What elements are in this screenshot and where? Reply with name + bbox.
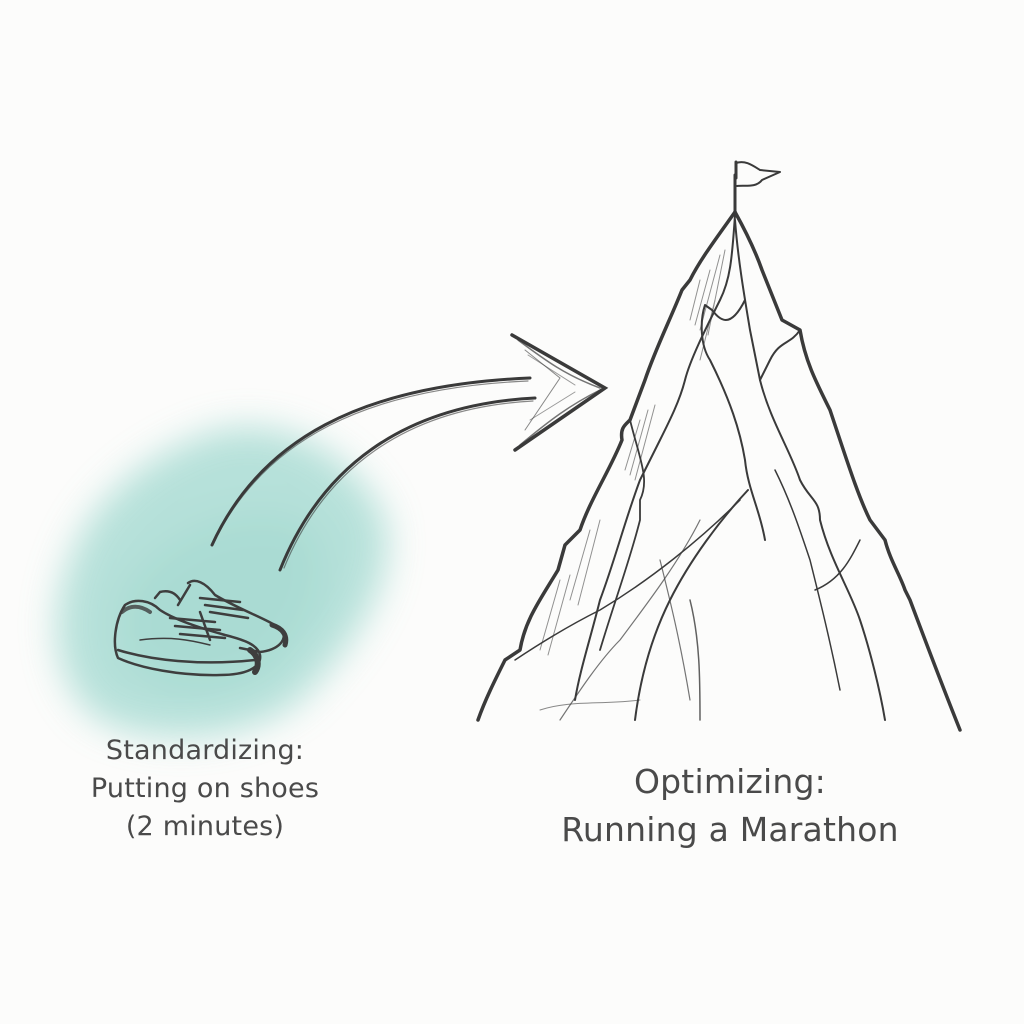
optimizing-subtitle: Running a Marathon	[561, 810, 899, 849]
standardizing-label: Standardizing: Putting on shoes (2 minut…	[50, 732, 360, 846]
watercolor-wash	[56, 427, 388, 738]
curved-arrow-icon	[210, 333, 609, 572]
standardizing-detail: (2 minutes)	[125, 811, 285, 842]
mountain-with-flag-icon	[476, 160, 962, 732]
optimizing-title: Optimizing:	[633, 762, 826, 801]
optimizing-label: Optimizing: Running a Marathon	[520, 758, 940, 854]
sneakers-icon	[113, 579, 289, 677]
standardizing-title: Standardizing:	[105, 735, 305, 766]
standardizing-subtitle: Putting on shoes	[90, 773, 320, 804]
